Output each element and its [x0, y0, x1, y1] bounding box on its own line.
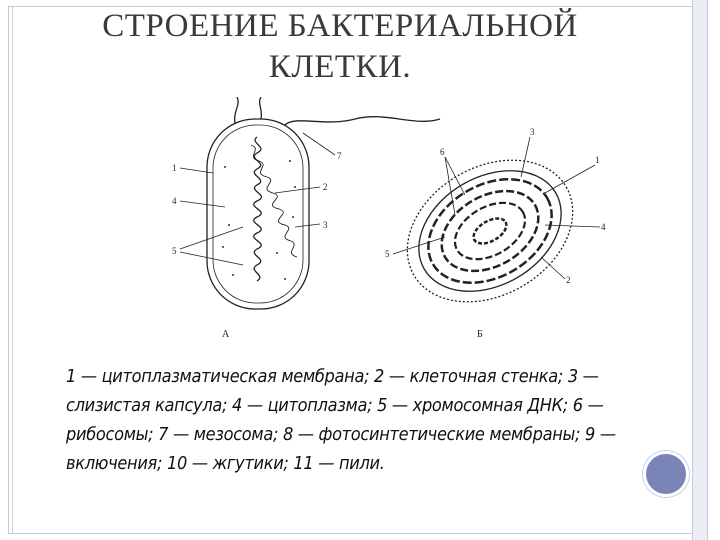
figure-caption: 1 — цитоплазматическая мембрана; 2 — кле…	[66, 366, 616, 474]
callout-a-2: 2	[323, 182, 328, 192]
cell-a-inner-membrane	[212, 124, 304, 304]
cell-b-nucleoid	[472, 217, 508, 245]
flagellum-3	[284, 116, 441, 126]
cell-b-membrane-2	[440, 189, 540, 273]
nucleoid-coils-2	[250, 144, 298, 258]
figure-drawing: 1 4 5 2 3 7 3 6 1 4 5 2 А Б	[172, 96, 606, 340]
cell-b-membrane-1	[427, 178, 553, 284]
callout-a-5: 5	[172, 246, 177, 256]
callout-b-4-line	[544, 224, 601, 228]
callout-a-2-line	[274, 186, 321, 194]
panel-b-label: Б	[477, 329, 483, 340]
callout-b-2: 2	[566, 275, 571, 285]
callout-a-4-line	[179, 200, 226, 208]
callout-b-3-line	[520, 136, 531, 178]
callout-a-7: 7	[337, 151, 342, 161]
bacterial-cell-figure: 1 4 5 2 3 7 3 6 1 4 5 2 А Б	[125, 96, 610, 342]
callout-a-4: 4	[172, 196, 177, 206]
callout-a-1-line	[179, 167, 214, 174]
title-line-1: СТРОЕНИЕ БАКТЕРИАЛЬНОЙ	[102, 8, 578, 44]
cell-b-membrane-3	[453, 201, 527, 261]
callout-a-5-line	[179, 226, 244, 250]
callout-b-5: 5	[385, 249, 390, 259]
cell-b-capsule	[406, 159, 574, 303]
callout-a-5-line-2	[179, 251, 244, 266]
callout-a-7-line	[302, 132, 336, 156]
callout-b-6: 6	[440, 147, 445, 157]
flagellum-2	[258, 96, 263, 120]
cell-a-outer-wall	[206, 118, 310, 310]
callout-a-1: 1	[172, 163, 177, 173]
callout-b-6-line	[444, 156, 466, 196]
panel-a-label: А	[222, 329, 230, 340]
callout-b-2-line	[540, 256, 566, 280]
cell-b-wall	[418, 170, 562, 292]
slide-left-border	[12, 6, 13, 534]
callout-b-6-line-2	[444, 156, 456, 216]
callout-b-1: 1	[595, 155, 600, 165]
callout-a-3-line	[294, 223, 321, 228]
slide-side-bar	[692, 0, 708, 540]
callout-b-4: 4	[601, 222, 606, 232]
cytoplasm-dots	[222, 160, 296, 280]
callout-b-3: 3	[530, 127, 535, 137]
slide-nav-circle[interactable]	[643, 451, 689, 497]
callout-a-3: 3	[323, 220, 328, 230]
flagellum-1	[234, 96, 239, 124]
slide-title: СТРОЕНИЕ БАКТЕРИАЛЬНОЙ КЛЕТКИ.	[60, 6, 620, 88]
callout-b-1-line	[544, 164, 596, 194]
callout-b-5-line	[392, 236, 446, 255]
title-line-2: КЛЕТКИ.	[268, 49, 412, 85]
